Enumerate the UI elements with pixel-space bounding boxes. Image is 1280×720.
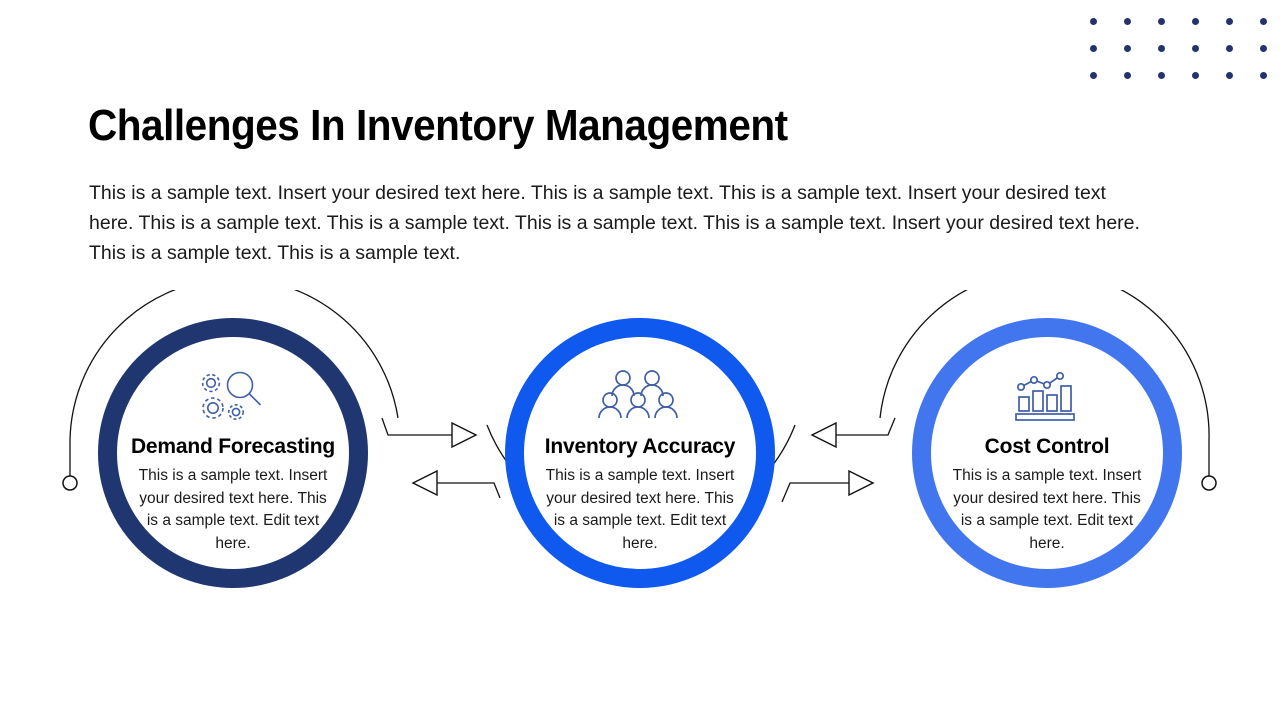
gears-magnifier-icon [197,367,269,425]
person-top-left [611,370,635,397]
connector-line-2-top [833,417,896,436]
page-title: Challenges In Inventory Management [88,101,788,150]
grid-dot [1192,72,1199,79]
grid-dot [1124,72,1131,79]
guide-arc-right [879,290,1210,483]
grid-dot [1090,72,1097,79]
node-title: Demand Forecasting [130,435,336,458]
chart-baseline [1015,413,1075,421]
node-title: Inventory Accuracy [544,435,736,458]
bars [1018,385,1072,412]
grid-dot [1226,18,1233,25]
grid-dot [1158,18,1165,25]
connector-line-2-bottom [781,482,852,503]
node-demand-forecasting[interactable]: Demand Forecasting This is a sample text… [98,318,368,588]
page-description: This is a sample text. Insert your desir… [89,182,1140,264]
person-top-right [640,370,664,397]
grid-dot [1090,18,1097,25]
connector-line-1-bottom [434,482,501,499]
process-diagram: Demand Forecasting This is a sample text… [0,290,1280,650]
arrowhead-right-2 [848,469,875,497]
grid-dot [1192,18,1199,25]
gear-small-bottom [227,403,244,420]
grid-dot [1124,45,1131,52]
connector-line-1-top [381,417,455,436]
node-description: This is a sample text. Insert your desir… [545,467,735,552]
grid-dot [1124,18,1131,25]
grid-dot [1260,18,1267,25]
grid-dot [1192,45,1199,52]
gear-large-bottom [202,397,224,419]
gear-small-top [201,373,221,393]
endpoint-circle-left [62,475,78,491]
grid-dot [1226,45,1233,52]
dot-grid-decoration [1090,18,1280,99]
node-description: This is a sample text. Insert your desir… [138,467,328,552]
grid-dot [1226,72,1233,79]
people-group-icon [598,367,682,425]
node-title: Cost Control [984,435,1110,458]
magnifier [226,371,261,406]
person-bottom-center [626,392,650,419]
node-inventory-accuracy[interactable]: Inventory Accuracy This is a sample text… [505,318,775,588]
endpoint-circle-right [1201,475,1217,491]
person-bottom-left [598,392,622,419]
node-content: Cost Control This is a sample text. Inse… [931,337,1163,569]
node-content: Inventory Accuracy This is a sample text… [524,337,756,569]
grid-dot [1090,45,1097,52]
guide-arc-left [69,290,399,483]
trend-line [1016,371,1065,392]
grid-dot [1158,72,1165,79]
node-cost-control[interactable]: Cost Control This is a sample text. Inse… [912,318,1182,588]
node-description: This is a sample text. Insert your desir… [952,467,1142,552]
person-bottom-right [654,392,678,419]
grid-dot [1260,72,1267,79]
node-content: Demand Forecasting This is a sample text… [117,337,349,569]
grid-dot [1158,45,1165,52]
grid-dot [1260,45,1267,52]
arrowhead-left-1 [411,469,438,497]
bar-chart-line-icon [1014,367,1080,425]
arrowhead-right-1 [451,421,478,449]
arrowhead-left-2 [810,421,837,449]
